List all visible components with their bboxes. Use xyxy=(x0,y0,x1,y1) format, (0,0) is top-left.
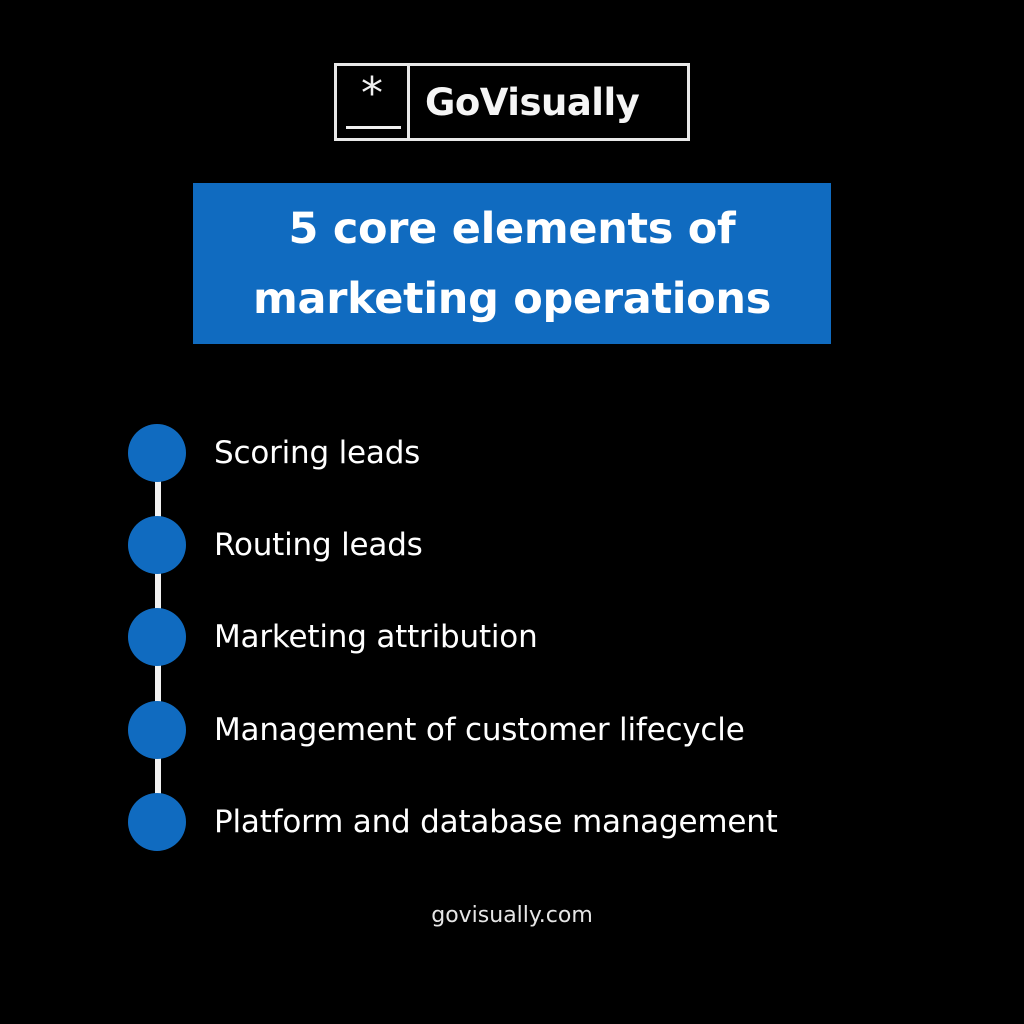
list-item: Marketing attribution xyxy=(128,608,538,666)
footer-url: govisually.com xyxy=(431,903,593,928)
asterisk-icon: * xyxy=(361,68,383,119)
bullet-dot-icon xyxy=(128,424,186,482)
list-item-label: Scoring leads xyxy=(214,435,421,471)
list-item: Scoring leads xyxy=(128,424,420,482)
title-line-2: marketing operations xyxy=(252,273,772,324)
list-item: Management of customer lifecycle xyxy=(128,701,745,759)
list-item-label: Marketing attribution xyxy=(214,619,538,655)
list-item-label: Management of customer lifecycle xyxy=(214,712,745,748)
list-item: Routing leads xyxy=(128,516,423,574)
list-item: Platform and database management xyxy=(128,793,778,851)
bullet-dot-icon xyxy=(128,701,186,759)
list-item-label: Platform and database management xyxy=(214,804,778,840)
list-item-label: Routing leads xyxy=(214,527,423,563)
bullet-dot-icon xyxy=(128,793,186,851)
logo-mark: * xyxy=(337,66,410,138)
logo-underline xyxy=(346,126,401,129)
title-line-1: 5 core elements of xyxy=(288,203,736,254)
govisually-logo: * GoVisually xyxy=(334,63,690,141)
logo-wordmark: GoVisually xyxy=(425,80,640,124)
bullet-dot-icon xyxy=(128,608,186,666)
bullet-dot-icon xyxy=(128,516,186,574)
title-banner: 5 core elements of marketing operations xyxy=(193,183,831,344)
